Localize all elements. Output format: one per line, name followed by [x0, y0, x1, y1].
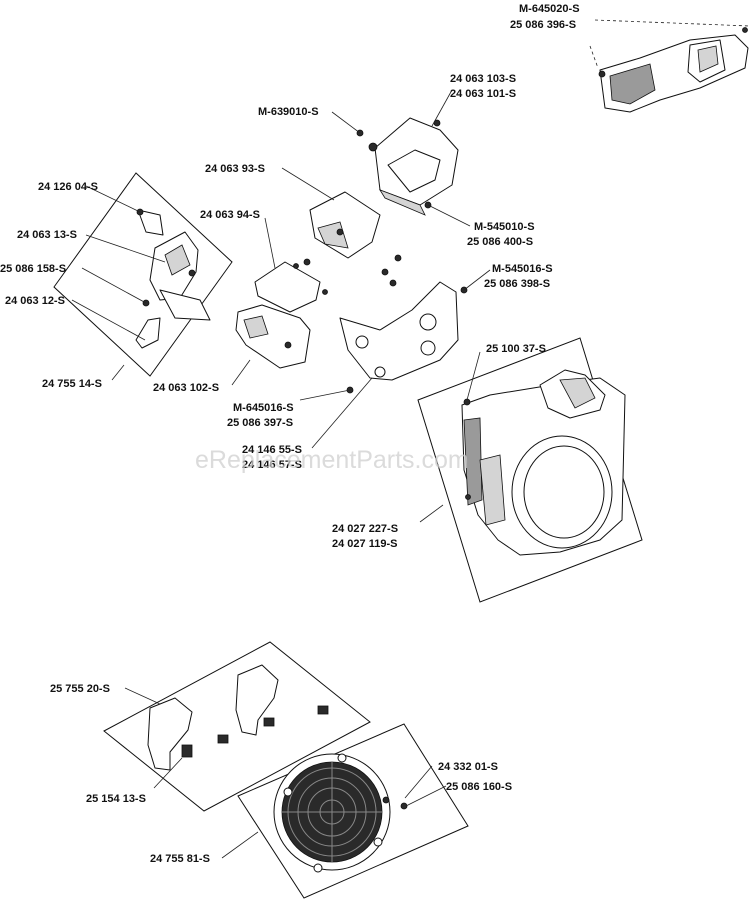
label-2433201: 24 332 01-S: [438, 761, 498, 773]
label-2475514: 24 755 14-S: [42, 378, 102, 390]
label-24063101: 24 063 101-S: [450, 88, 516, 100]
label-m645016: M-645016-S: [233, 402, 294, 414]
label-2510037: 25 100 37-S: [486, 343, 546, 355]
label-24063103: 24 063 103-S: [450, 73, 516, 85]
side-shroud-part: [339, 281, 459, 394]
label-2406313: 24 063 13-S: [17, 229, 77, 241]
label-25086158: 25 086 158-S: [0, 263, 66, 275]
label-25086400: 25 086 400-S: [467, 236, 533, 248]
label-2515413: 25 154 13-S: [86, 793, 146, 805]
part-labels: M-645020-S 25 086 396-S 24 063 103-S 24 …: [0, 3, 580, 865]
lower-shroud-102-part: [235, 304, 311, 369]
label-25086398: 25 086 398-S: [484, 278, 550, 290]
label-25086396: 25 086 396-S: [510, 19, 576, 31]
baffle-panel: [103, 641, 371, 812]
watermark: eReplacementParts.com: [195, 446, 469, 474]
label-24027119: 24 027 119-S: [332, 538, 397, 550]
upper-bracket-part: [356, 117, 459, 216]
blower-housing-panel: [417, 337, 643, 603]
left-assembly-panel: [53, 172, 233, 377]
label-2412604: 24 126 04-S: [38, 181, 98, 193]
label-25086397: 25 086 397-S: [227, 417, 293, 429]
bracket-94-part: [254, 261, 328, 313]
label-2414655: 24 146 55-S: [242, 444, 302, 456]
label-2406394: 24 063 94-S: [200, 209, 260, 221]
label-m545010: M-545010-S: [474, 221, 535, 233]
label-2575520: 25 755 20-S: [50, 683, 110, 695]
leader-lines: [71, 89, 491, 859]
label-25086160: 25 086 160-S: [446, 781, 512, 793]
label-24027227: 24 027 227-S: [332, 523, 398, 535]
label-m639010: M-639010-S: [258, 106, 319, 118]
middle-shroud-plate-part: [309, 191, 381, 259]
top-right-cover-part: [589, 19, 750, 113]
label-2406393: 24 063 93-S: [205, 163, 265, 175]
label-m645020: M-645020-S: [519, 3, 580, 15]
fan-guard-panel: [237, 723, 469, 899]
label-2406312: 24 063 12-S: [5, 295, 65, 307]
label-2475581: 24 755 81-S: [150, 853, 210, 865]
label-24063102: 24 063 102-S: [153, 382, 219, 394]
label-2414657: 24 146 57-S: [242, 459, 302, 471]
label-m545016: M-545016-S: [492, 263, 553, 275]
